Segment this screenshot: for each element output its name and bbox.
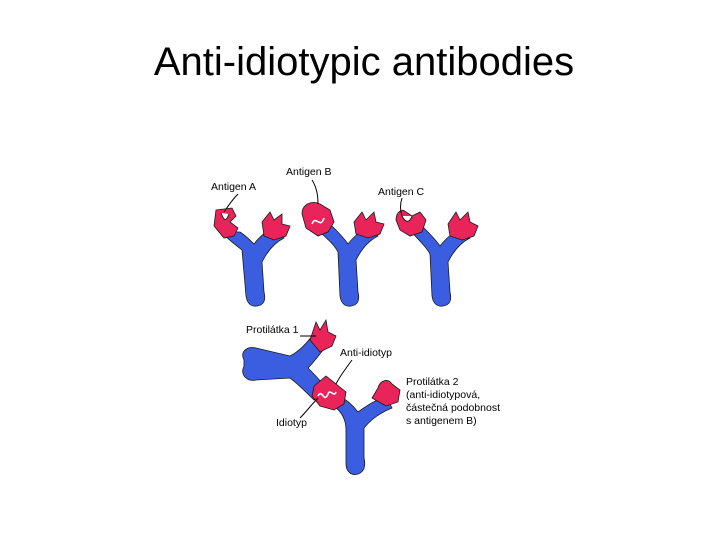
label-protilatka-2-line-2: (anti-idiotypová, (406, 389, 480, 401)
antibody-c-body (411, 225, 471, 307)
label-protilatka-2-line-4: s antigenem B) (406, 415, 477, 427)
antibody-c (395, 210, 479, 307)
pointer-anti-idiotyp (335, 359, 353, 385)
label-antigen-b: Antigen B (286, 166, 332, 178)
protilatka-2-right-site (371, 380, 401, 407)
label-protilatka-2-line-1: Protilátka 2 (406, 376, 459, 388)
label-protilatka-2-line-3: částečná podobnost (406, 402, 500, 414)
antibody-c-left-antigen-site (395, 210, 427, 237)
protilatka-1-top-site (309, 318, 337, 353)
antibody-a-right-antigen-site (261, 211, 291, 241)
antigen-b-notch (311, 217, 325, 225)
pointer-antigen-a (223, 193, 239, 213)
label-antigen-c: Antigen C (378, 186, 425, 198)
antigen-a-notch (220, 212, 230, 220)
label-protilatka-1: Protilátka 1 (246, 324, 299, 336)
antibody-b-body (317, 223, 379, 307)
pointer-antigen-c (400, 197, 403, 217)
label-idiotyp: Idiotyp (276, 417, 307, 429)
label-anti-idiotyp: Anti-idiotyp (340, 347, 392, 359)
antibody-protilatka-2 (311, 375, 401, 475)
antibody-b-left-antigen-site (301, 202, 335, 237)
antibody-a-left-antigen-site (213, 207, 239, 239)
antibody-a (213, 207, 291, 307)
pointer-antigen-b (311, 179, 319, 205)
protilatka-2-body (333, 393, 393, 475)
label-antigen-a: Antigen A (211, 181, 256, 193)
antibody-a-body (221, 225, 285, 307)
antigen-c-notch (401, 215, 413, 222)
antibody-b (301, 202, 385, 307)
antibody-b-right-antigen-site (353, 211, 385, 239)
pointer-lines (223, 179, 403, 419)
antibody-c-right-antigen-site (447, 211, 479, 241)
pointer-idiotyp (299, 397, 319, 419)
antibody-protilatka-1 (242, 318, 337, 401)
idiotype-notch (317, 391, 337, 399)
slide-title: Anti-idiotypic antibodies (153, 40, 575, 84)
protilatka-1-body (242, 335, 327, 401)
